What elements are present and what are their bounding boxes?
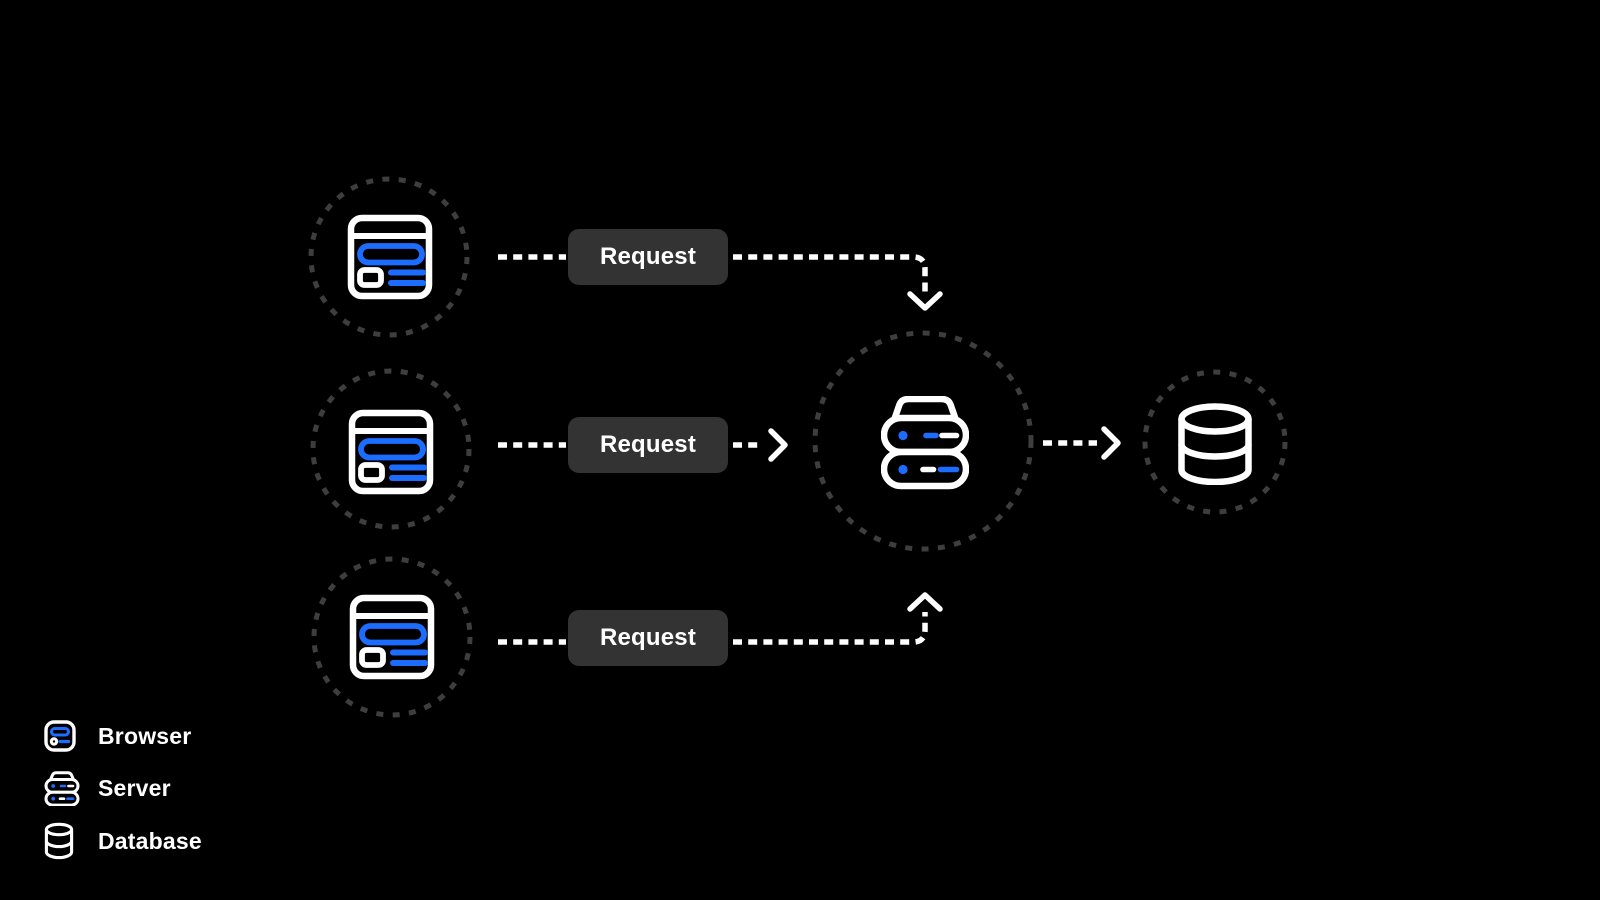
browser-dotted-circle-3 — [311, 556, 473, 718]
browser-dotted-circle-2 — [310, 368, 472, 530]
browser-icon — [44, 720, 82, 752]
legend-item-browser: Browser — [44, 720, 191, 752]
flow3-arrowhead-up-icon — [907, 592, 943, 612]
legend-item-server: Server — [44, 770, 171, 806]
legend-item-database: Database — [44, 822, 202, 860]
browser-icon — [348, 409, 434, 495]
request-label: Request — [599, 431, 697, 458]
request-label: Request — [599, 624, 697, 651]
flow3-line-right — [733, 612, 928, 645]
legend-label: Database — [98, 827, 202, 854]
flow1-line-right — [733, 254, 928, 294]
server-icon — [44, 770, 82, 806]
database-dotted-circle — [1142, 369, 1288, 515]
server-icon — [881, 396, 969, 490]
request-label-box: Request — [568, 610, 728, 666]
server-dotted-circle — [812, 330, 1034, 552]
flow1-arrowhead-down-icon — [907, 291, 943, 311]
server-db-arrowhead-right-icon — [1101, 426, 1121, 460]
request-label-box: Request — [568, 417, 728, 473]
request-label-box: Request — [568, 229, 728, 285]
database-icon — [1178, 403, 1252, 485]
request-label: Request — [599, 243, 697, 270]
legend-label: Browser — [98, 722, 192, 749]
database-icon — [44, 822, 82, 860]
legend-label: Server — [98, 774, 171, 801]
browser-icon — [347, 214, 433, 300]
flow2-arrowhead-right-icon — [768, 428, 788, 462]
browser-dotted-circle-1 — [308, 176, 470, 338]
browser-icon — [349, 594, 435, 680]
